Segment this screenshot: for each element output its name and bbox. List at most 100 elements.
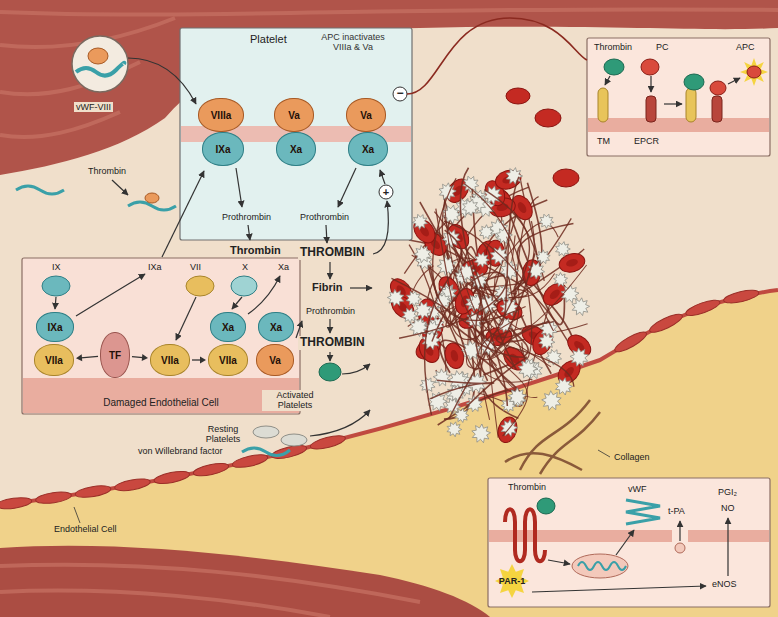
fibrin-strand <box>391 278 516 369</box>
activated-platelet <box>570 348 588 366</box>
red-blood-cell-center <box>450 349 460 362</box>
arrow <box>664 103 682 104</box>
fibrin-strand <box>425 230 462 415</box>
vwf-strand <box>76 63 124 76</box>
activation-arrow <box>132 354 148 361</box>
protein-c <box>710 81 726 95</box>
muscle-fiber <box>0 591 330 617</box>
activation-arrow <box>192 357 206 364</box>
vwf-strand <box>16 186 64 194</box>
factor-x <box>231 276 257 296</box>
arrow <box>650 76 651 92</box>
red-blood-cell-center <box>516 201 528 215</box>
arrow <box>310 410 370 436</box>
panel-text: vWF <box>628 484 647 494</box>
leader-line <box>598 450 610 457</box>
arrow <box>232 297 242 309</box>
panel-text: Prothrombin <box>222 212 271 222</box>
arrow <box>76 274 145 316</box>
arrow <box>373 201 388 254</box>
protein-c <box>641 59 659 75</box>
endothelial-cell <box>114 477 151 493</box>
protein-label: vWF-VIII <box>74 102 113 112</box>
protein-c-panel: ThrombinPCAPCTMEPCR <box>587 38 770 156</box>
muscle-fiber <box>0 565 420 602</box>
panel-text: t-PA <box>668 506 685 516</box>
arrow <box>329 319 330 333</box>
panel-text: APC <box>736 42 755 52</box>
fibrin-strand <box>491 253 549 357</box>
connector-line <box>192 359 201 360</box>
red-blood-cell <box>557 251 587 275</box>
structure-label: Endothelial Cell <box>52 524 119 534</box>
fibrin-strand <box>430 380 493 399</box>
factor-label: VIIIa <box>211 110 232 121</box>
factor-va: Va <box>346 98 386 132</box>
endothelial-cell <box>648 311 685 336</box>
panel-text: IXa <box>148 262 162 272</box>
arrow <box>248 276 280 314</box>
panel-background <box>587 38 770 156</box>
panel-background <box>22 258 300 414</box>
vwf-coil <box>578 562 626 570</box>
epcr <box>712 96 722 122</box>
factor-label: TF <box>109 350 121 361</box>
activated-platelet <box>475 252 490 267</box>
activated-platelet <box>387 289 404 306</box>
factor-viia: VIIa <box>34 344 74 376</box>
thrombin-molecule <box>319 363 341 381</box>
panel-text: eNOS <box>712 579 737 589</box>
panel-text: Platelet <box>250 33 287 46</box>
arrow <box>727 518 728 576</box>
arrow <box>532 586 706 592</box>
par1-receptor <box>505 509 545 561</box>
factor-xa: Xa <box>276 132 316 166</box>
structure-label: Collagen <box>612 452 652 462</box>
factor-label: Va <box>360 110 372 121</box>
activated-platelet <box>554 273 568 287</box>
thrombin-molecule <box>684 74 704 90</box>
activated-platelet <box>447 422 462 437</box>
arrow <box>338 168 356 207</box>
muscle-tissue <box>0 546 490 617</box>
factor-label: Xa <box>270 322 282 333</box>
activated-platelet <box>412 214 427 229</box>
arrow <box>329 352 330 361</box>
fibrin-strand <box>433 178 526 320</box>
activated-platelet <box>414 245 431 262</box>
activated-platelet <box>556 242 571 257</box>
panel-text: Thrombin <box>508 482 546 492</box>
connector-line <box>81 356 98 357</box>
vwf-multimer <box>626 500 660 524</box>
vwf-strand <box>242 448 290 456</box>
arrow <box>112 180 128 195</box>
factor-label: VIIa <box>219 355 237 366</box>
endothelial-cell <box>0 496 32 511</box>
factor-label: IXa <box>215 144 230 155</box>
factor-ix <box>42 276 70 296</box>
endothelial-signal-panel: ThrombinvWFt-PAPGI₂NOPAR-1eNOS <box>488 478 770 607</box>
arrow <box>162 171 204 257</box>
factor-ixa: IXa <box>36 312 74 342</box>
arrow <box>679 521 680 541</box>
panel-text: PAR-1 <box>499 576 525 586</box>
resting-platelet <box>281 434 307 446</box>
zoom-circle <box>72 36 128 92</box>
panel-text: + <box>383 186 389 199</box>
product-label: THROMBIN <box>298 246 367 260</box>
factor-label: Va <box>288 110 300 121</box>
cell-membrane <box>588 118 769 132</box>
thrombomodulin <box>598 88 608 122</box>
epcr <box>646 96 656 122</box>
activated-platelet <box>462 199 479 216</box>
protein-label: Thrombin <box>86 166 128 176</box>
activation-star <box>495 564 529 598</box>
panel-text: TM <box>597 136 610 146</box>
factor-label: VIIa <box>45 355 63 366</box>
arrow <box>329 262 330 279</box>
endothelial-cell <box>684 297 721 318</box>
activated-platelet <box>556 378 573 395</box>
collagen-fiber <box>505 453 582 470</box>
arrow <box>55 297 56 309</box>
activated-platelet <box>539 333 555 349</box>
